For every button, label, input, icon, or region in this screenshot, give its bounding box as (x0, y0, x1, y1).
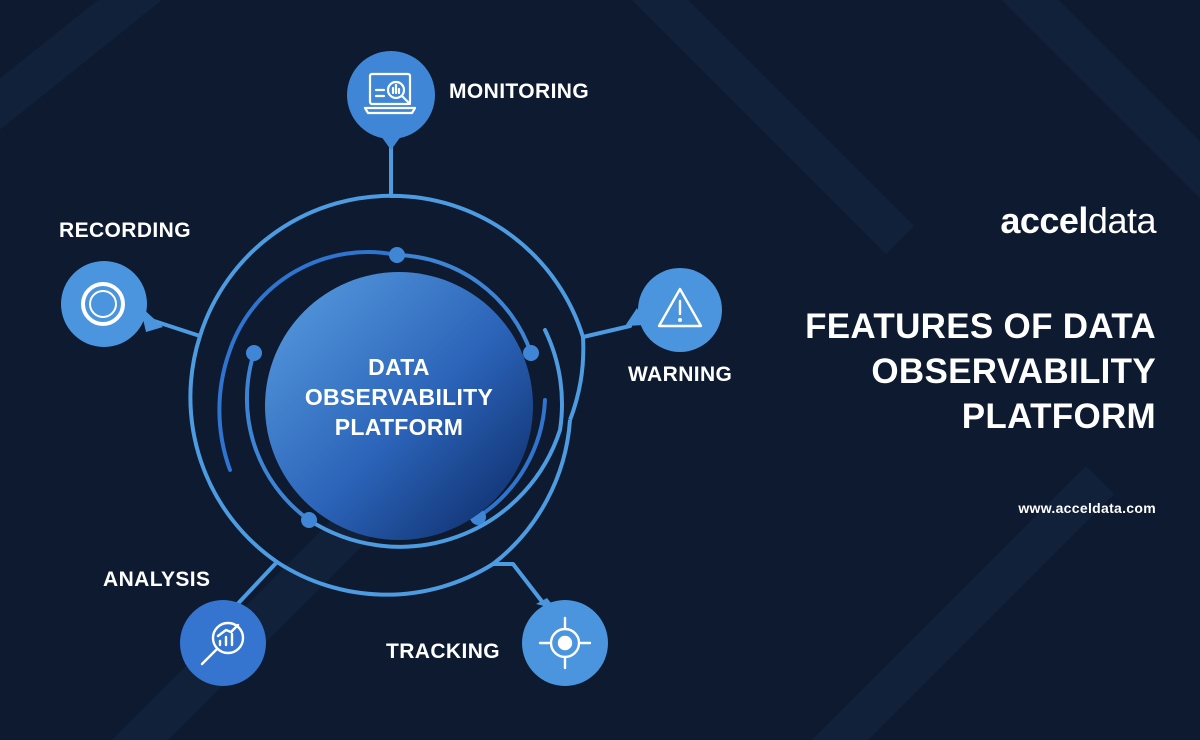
headline-line: OBSERVABILITY (871, 352, 1156, 391)
center-title-line: DATA (368, 354, 430, 380)
inner-arc-right-bottom (476, 398, 547, 519)
arc-dot (301, 512, 317, 528)
center-title: DATA OBSERVABILITY PLATFORM (268, 352, 530, 442)
node-tracking[interactable] (522, 598, 608, 686)
headline-line: FEATURES OF DATA (805, 307, 1156, 346)
logo-part-accel: accel (1000, 200, 1088, 241)
node-label-warning: WARNING (628, 363, 733, 386)
node-recording[interactable] (61, 261, 163, 347)
inner-arcs (217, 250, 564, 549)
inner-arc-top (395, 253, 533, 355)
logo-part-data: data (1087, 200, 1157, 241)
inner-arc-left-outer (217, 250, 399, 472)
outer-ring (188, 193, 585, 597)
headline-line: PLATFORM (961, 397, 1156, 436)
node-warning[interactable] (625, 268, 722, 352)
node-label-monitoring: MONITORING (449, 80, 590, 103)
connector-warning (581, 324, 632, 339)
arc-dot (523, 345, 539, 361)
page-headline: FEATURES OF DATA OBSERVABILITY PLATFORM (736, 304, 1156, 439)
arc-dot (246, 345, 262, 361)
node-analysis[interactable] (180, 600, 266, 686)
node-label-recording: RECORDING (59, 219, 191, 242)
arc-dot (389, 247, 405, 263)
connector-recording (149, 318, 202, 338)
center-circle (265, 272, 533, 540)
outer-ring-right (568, 336, 586, 421)
analysis-icon (200, 621, 245, 666)
acceldata-logo: acceldata (1000, 200, 1156, 242)
target-icon (538, 616, 592, 670)
center-title-line: PLATFORM (334, 414, 464, 440)
center-title-line: OBSERVABILITY (304, 384, 494, 410)
monitoring-icon (363, 72, 417, 115)
website-link[interactable]: www.acceldata.com (1018, 500, 1156, 516)
inner-arc-bottom (307, 328, 564, 549)
node-label-tracking: TRACKING (386, 640, 501, 663)
warning-icon (657, 287, 703, 328)
node-label-analysis: ANALYSIS (103, 568, 211, 591)
record-icon (81, 282, 125, 326)
inner-arc-left (244, 351, 311, 522)
node-monitoring[interactable] (347, 51, 435, 150)
connector-tracking (491, 562, 549, 610)
